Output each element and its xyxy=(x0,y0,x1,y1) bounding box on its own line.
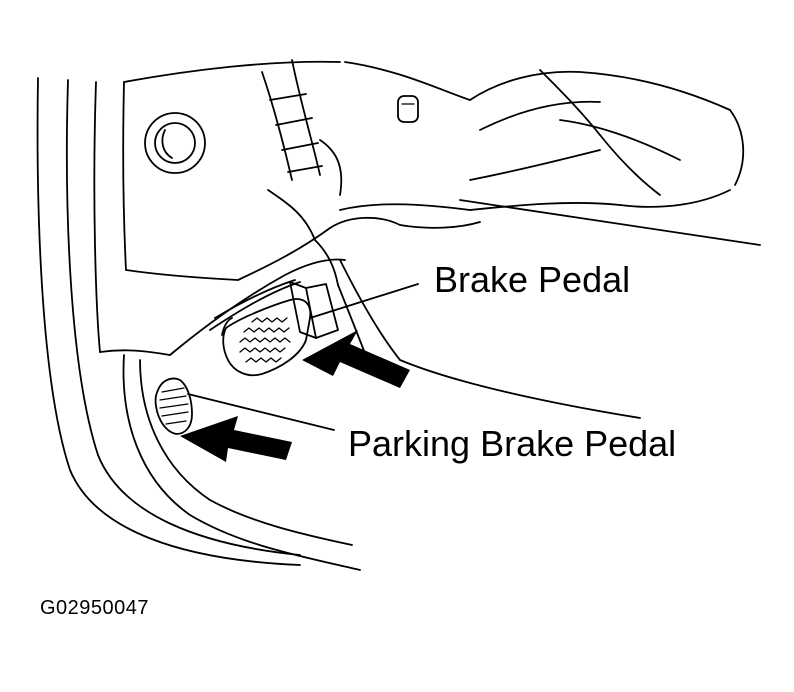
brake-pedal-arrow xyxy=(302,330,410,388)
knob-icon xyxy=(397,95,419,123)
parking-brake-leader xyxy=(187,393,335,431)
brake-pedal-leader xyxy=(309,283,419,319)
vent-icon xyxy=(144,112,206,174)
dashboard xyxy=(99,59,481,356)
parking-brake-arrow xyxy=(180,416,292,462)
parking-brake-pedal-label: Parking Brake Pedal xyxy=(348,423,677,464)
steering-wheel xyxy=(469,69,745,211)
door-frame xyxy=(36,77,361,571)
figure-id: G02950047 xyxy=(40,597,150,619)
brake-pedal-label: Brake Pedal xyxy=(434,259,631,300)
brake-pedal xyxy=(221,281,339,377)
parking-brake-pedal xyxy=(154,377,193,435)
